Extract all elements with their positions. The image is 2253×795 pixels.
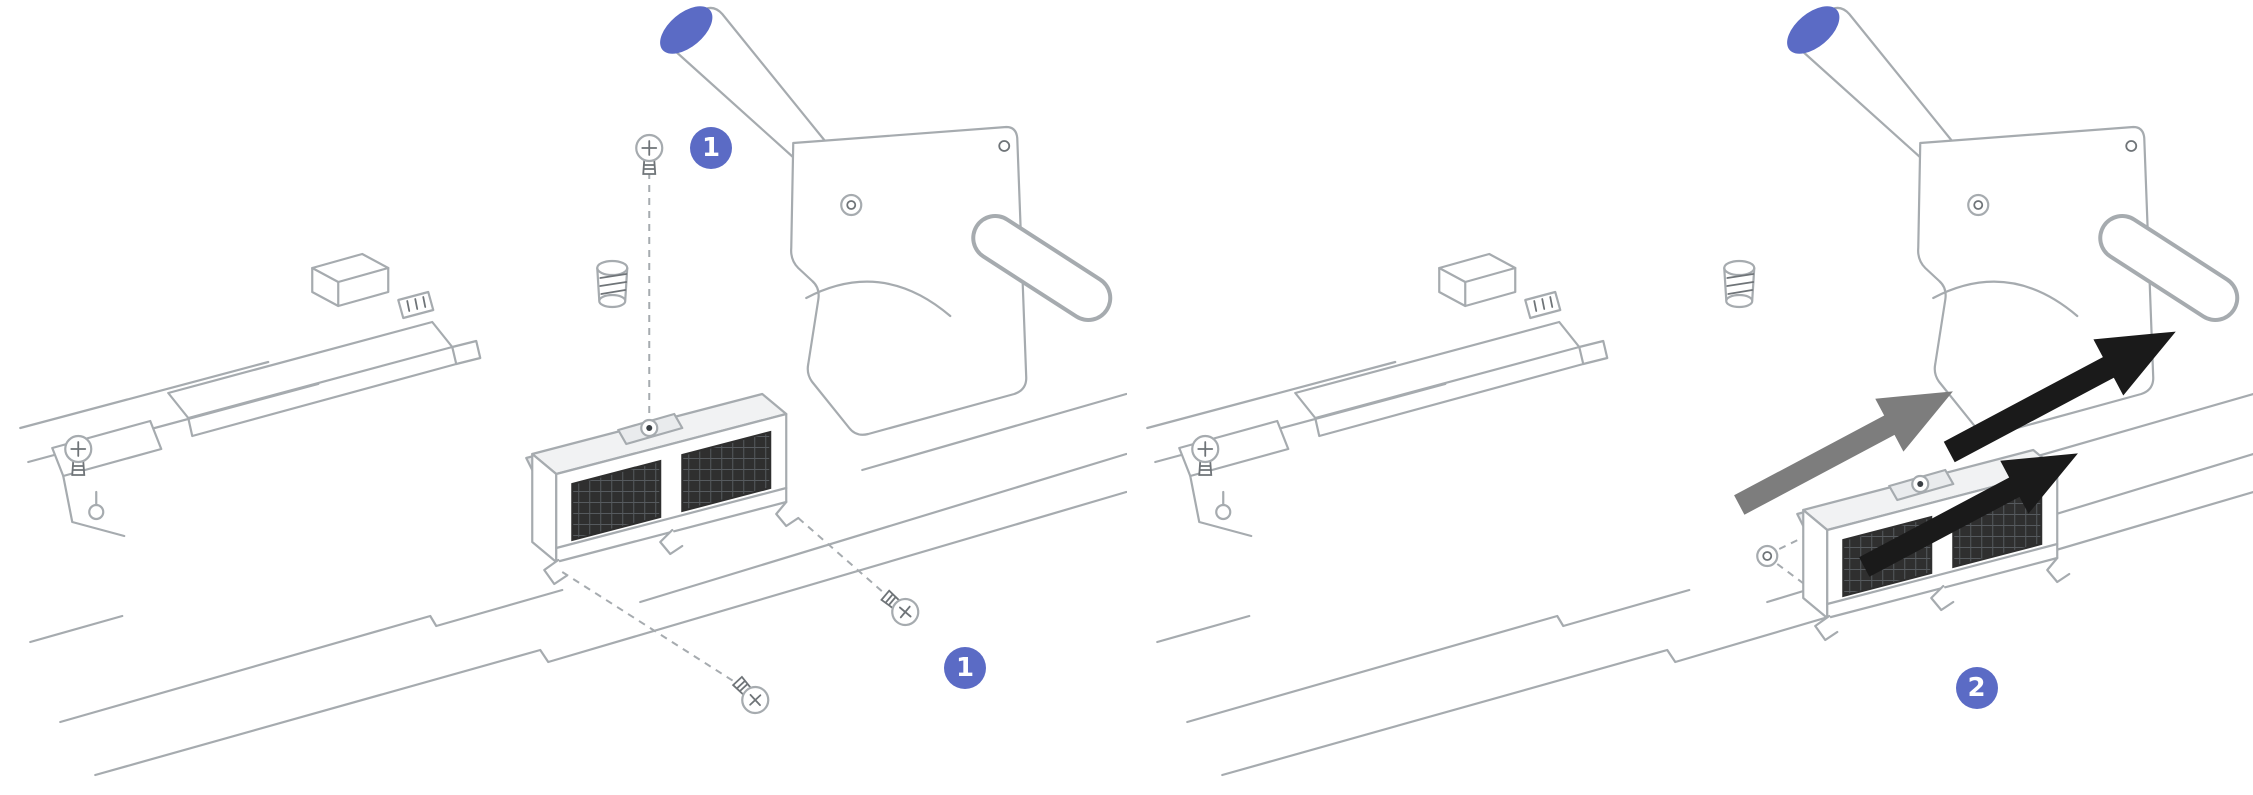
callout-badge-step-1: 1 <box>944 647 986 689</box>
callout-badge-step-2: 2 <box>1955 667 1998 709</box>
panel-step-2: 2 <box>1127 0 2253 795</box>
screw-standoff-hole <box>1761 551 1772 561</box>
screw-icon <box>635 133 664 176</box>
screw-icon <box>875 584 925 632</box>
alignment-dashed-line <box>561 571 745 689</box>
screw-icon <box>726 671 775 720</box>
illustration-step-2 <box>1127 0 2253 795</box>
illustration-step-1 <box>0 0 1127 795</box>
alignment-dashed-line <box>797 517 895 603</box>
cable-wall-connector <box>525 392 800 586</box>
callout-badge-step-1: 1 <box>690 127 732 169</box>
screw-standoff <box>1755 544 1778 568</box>
panel-step-1: 1 1 <box>0 0 1127 795</box>
